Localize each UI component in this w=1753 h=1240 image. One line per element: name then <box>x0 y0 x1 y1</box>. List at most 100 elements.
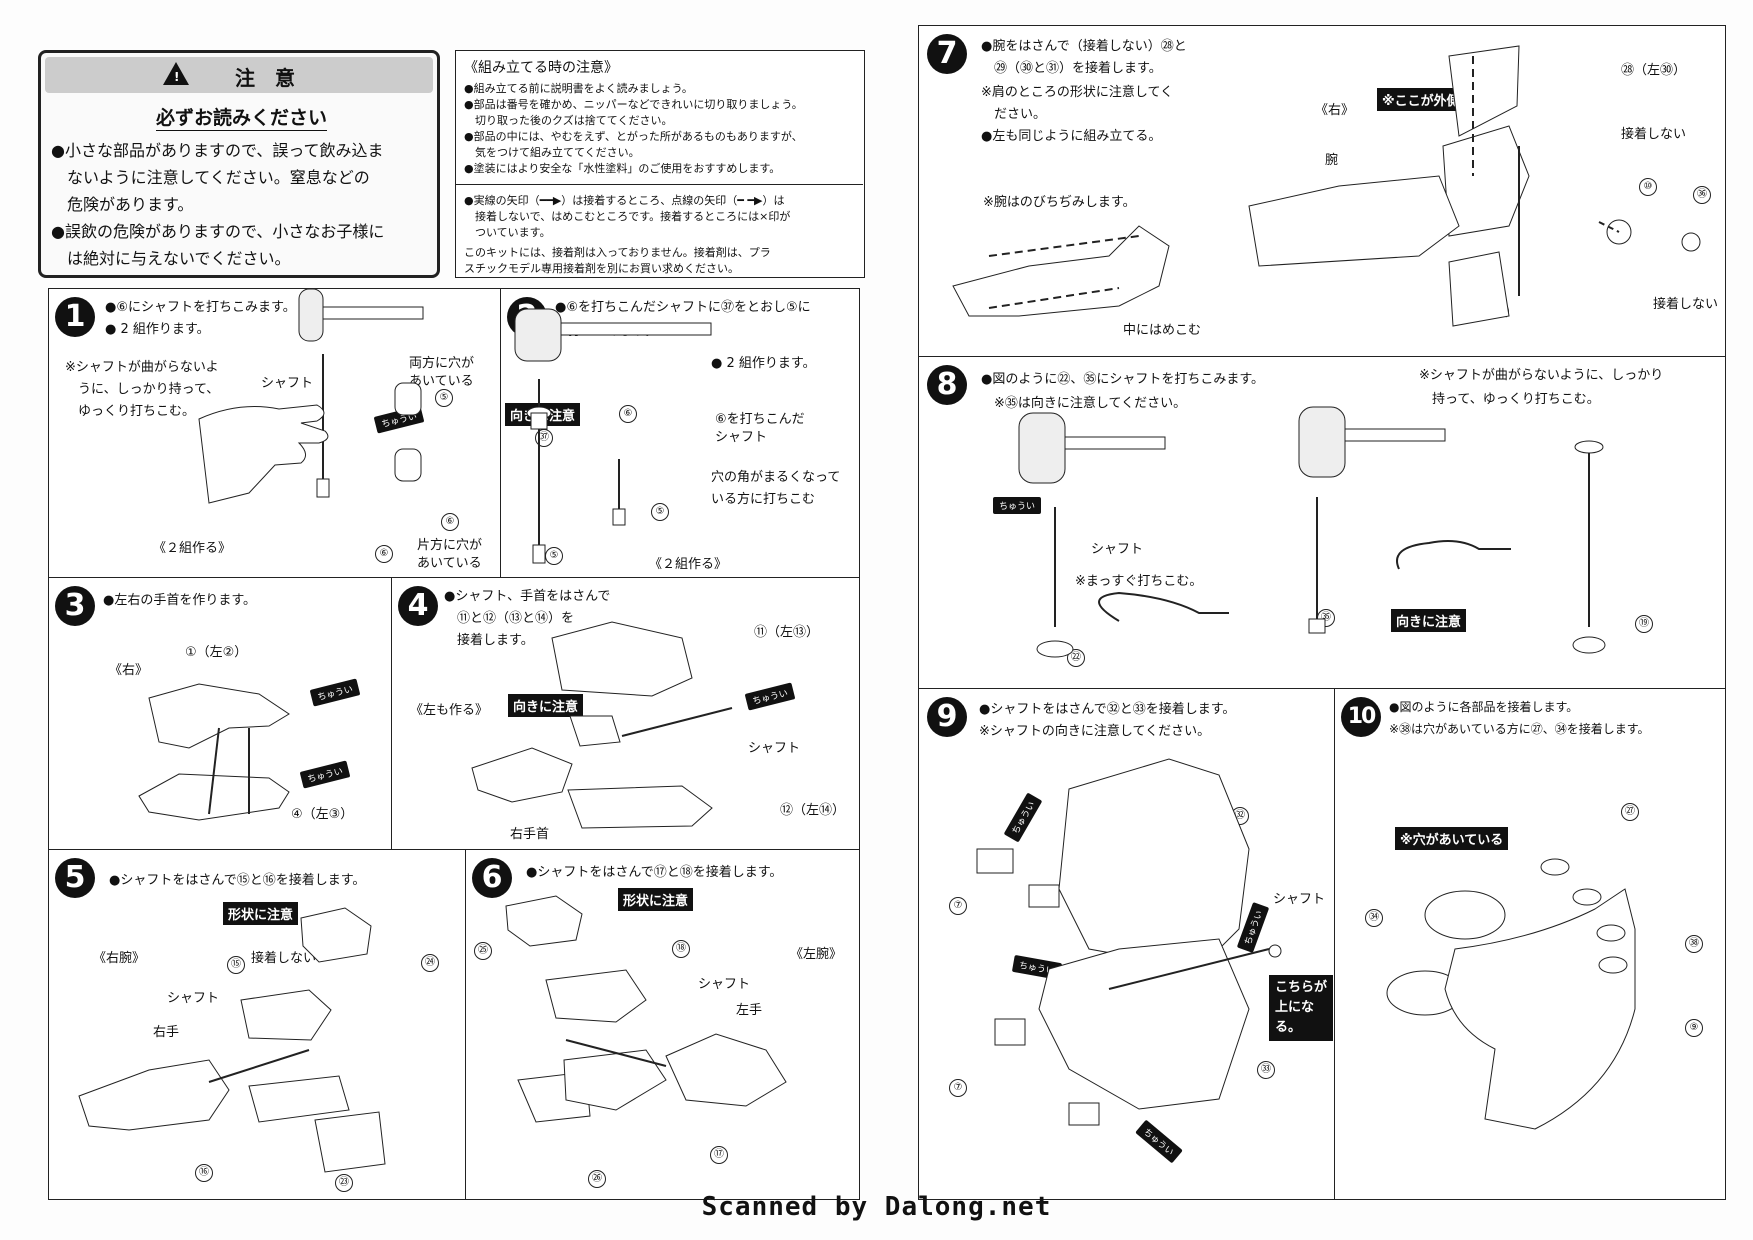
step-6-shaft-label: シャフト <box>698 977 751 992</box>
step-8-shaft-label: シャフト <box>1091 542 1144 557</box>
step-7-stretch-note: ※腕はのびちぢみします。 <box>983 195 1136 210</box>
step-1-holes-both-2: あいている <box>409 374 474 389</box>
left-arm-illustration <box>466 850 860 1200</box>
orientation-warning-tag: 向きに注意 <box>508 694 584 717</box>
caution-item-4: ●誤飲の危険がありますので、小さなお子様に <box>51 222 385 241</box>
part-15-label: ⑮ <box>227 956 245 974</box>
step-1-note-2: うに、しっかり持って、 <box>65 382 220 397</box>
right-arm-illustration <box>49 850 466 1200</box>
step-2-caption: 《２組作る》 <box>649 557 728 572</box>
part-5-label: ⑤ <box>651 503 669 521</box>
step-5-hand-label: 右手 <box>153 1025 180 1040</box>
torso-halves-illustration <box>919 689 1335 1200</box>
step-4-shaft-label: シャフト <box>748 741 801 756</box>
notes-item-6: ●塗装にはより安全な「水性塗料」のご使用をおすすめします。 <box>464 162 781 175</box>
step-1-caption: 《２組作る》 <box>153 541 232 556</box>
step-1-note-3: ゆっくり打ちこむ。 <box>65 404 196 419</box>
step-9-shaft-label: シャフト <box>1273 892 1326 907</box>
step-9-line-2: ※シャフトの向きに注意してください。 <box>979 724 1211 739</box>
shape-warning-tag: 形状に注意 <box>618 888 694 911</box>
step-3-part-4: ④（左③） <box>291 807 354 822</box>
caution-tag: ちゅうい <box>993 497 1042 514</box>
step-6-panel: 6 ●シャフトをはさんで⑰と⑱を接着します。 形状に注意 《左腕》 シャフト 左… <box>465 849 860 1200</box>
step-7-line-3: ※肩のところの形状に注意してく <box>981 85 1174 100</box>
up-tag-line-2: 上にな <box>1275 1000 1315 1015</box>
scan-credit: Scanned by Dalong.net <box>701 1192 1052 1222</box>
step-2-shaft-note-1: ⑥を打ちこんだ <box>715 412 805 427</box>
step-7-right-label: 《右》 <box>1315 103 1355 118</box>
step-8-straight-note: ※まっすぐ打ちこむ。 <box>1075 574 1203 589</box>
step-3-right-label: 《右》 <box>109 663 149 678</box>
base-assembly-illustration <box>1335 689 1726 1200</box>
step-1-line-2: ● 2 組作ります。 <box>105 322 210 337</box>
step-1-note-1: ※シャフトが曲がらないよ <box>65 360 219 375</box>
step-2-make-two: ● 2 組作ります。 <box>711 356 816 371</box>
part-25-label: ㉕ <box>474 942 492 960</box>
step-9-panel: 9 ●シャフトをはさんで㉜と㉝を接着します。 ※シャフトの向きに注意してください… <box>918 688 1335 1200</box>
step-8-line-1: ●図のように㉒、㉟にシャフトを打ちこみます。 <box>981 372 1265 387</box>
step-1-holes-one-2: あいている <box>417 556 482 571</box>
part-19-label: ⑲ <box>1635 615 1653 633</box>
caution-title: 注 意 <box>235 66 295 90</box>
part-7-label-bottom: ⑦ <box>949 1079 967 1097</box>
step-1-number: 1 <box>55 297 95 337</box>
part-7-label: ⑦ <box>949 897 967 915</box>
step-7-panel: 7 ●腕をはさんで（接着しない）㉘と ㉙（㉚と㉛）を接着します。 ※肩のところの… <box>918 25 1726 357</box>
part-9-label: ⑨ <box>1685 1019 1703 1037</box>
notes-arrow-2: 接着しないで、はめこむところです。接着するところには×印が <box>464 210 791 223</box>
step-9-line-1: ●シャフトをはさんで㉜と㉝を接着します。 <box>979 702 1236 717</box>
step-6-line-1: ●シャフトをはさんで⑰と⑱を接着します。 <box>526 865 783 880</box>
caution-title-bar: ! 注 意 <box>45 57 433 93</box>
step-8-line-2: ※㉟は向きに注意してください。 <box>981 396 1187 411</box>
step-4-wrist-label: 右手首 <box>510 827 550 842</box>
step-5-number: 5 <box>55 858 95 898</box>
notes-item-1: ●組み立てる前に説明書をよく読みましょう。 <box>464 82 693 95</box>
notes-divider <box>456 184 863 185</box>
step-2-panel: 2 ●⑥を打ちこんだシャフトに㊲をとおし⑤に 打ちこみます。 ● 2 組作ります… <box>500 288 860 578</box>
step-10-line-2: ※㊳は穴があいている方に㉗、㉞を接着します。 <box>1389 722 1650 736</box>
step-3-number: 3 <box>55 586 95 626</box>
assembly-notes-box: 《組み立てる時の注意》 ●組み立てる前に説明書をよく読みましょう。 ●部品は番号… <box>455 50 865 278</box>
warning-icon <box>163 62 189 85</box>
step-5-shaft-label: シャフト <box>167 991 220 1006</box>
step-4-line-1: ●シャフト、手首をはさんで <box>444 589 611 604</box>
part-34-label: ㉞ <box>1365 909 1383 927</box>
step-8-number: 8 <box>927 365 967 405</box>
part-18-label: ⑱ <box>672 940 690 958</box>
step-4-part-11: ⑪（左⑬） <box>754 625 820 640</box>
notes-item-2: ●部品は番号を確かめ、ニッパーなどできれいに切り取りましょう。 <box>464 98 803 111</box>
hole-side-tag: ※穴があいている <box>1395 827 1509 850</box>
orientation-warning-tag: 向きに注意 <box>1391 609 1467 632</box>
shaft-insertion-illustration <box>919 357 1726 689</box>
part-6-label: ⑥ <box>441 513 459 531</box>
step-8-note-2: 持って、ゆっくり打ちこむ。 <box>1419 392 1600 407</box>
step-7-no-glue-2: 接着しない <box>1653 297 1719 312</box>
part-24-label: ㉔ <box>421 954 439 972</box>
step-5-line-1: ●シャフトをはさんで⑮と⑯を接着します。 <box>109 873 366 888</box>
step-2-hole-note-1: 穴の角がまるくなって <box>711 470 841 485</box>
notes-arrow-1: ●実線の矢印（━━▶）は接着するところ、点線の矢印（━ ━▶）は <box>464 194 785 207</box>
step-5-no-glue: 接着しない <box>251 951 317 966</box>
part-10-label: ⑩ <box>1639 178 1657 196</box>
step-1-holes-both-1: 両方に穴が <box>409 356 475 371</box>
part-26-label: ㉖ <box>588 1170 606 1188</box>
caution-box: ! 注 意 必ずお読みください ●小さな部品がありますので、誤って飲み込ま ない… <box>38 50 440 278</box>
caution-item-5: は絶対に与えないでください。 <box>51 249 291 268</box>
step-4-left-too: 《左も作る》 <box>410 703 489 718</box>
part-23-label: ㉓ <box>335 1174 353 1192</box>
step-4-line-3: 接着します。 <box>444 633 534 648</box>
shaft-assembly-illustration <box>501 289 860 578</box>
part-36-label: ㊱ <box>1693 186 1711 204</box>
step-10-panel: 10 ●図のように各部品を接着します。 ※㊳は穴があいている方に㉗、㉞を接着しま… <box>1334 688 1726 1200</box>
part-33-label: ㉝ <box>1257 1061 1275 1079</box>
part-38-label: ㊳ <box>1685 935 1703 953</box>
notes-item-5: 気をつけて組み立ててください。 <box>464 146 640 159</box>
caution-item-1: ●小さな部品がありますので、誤って飲み込ま <box>51 141 384 160</box>
step-6-hand-label: 左手 <box>736 1003 763 1018</box>
part-27-label: ㉗ <box>1621 803 1639 821</box>
step-7-line-5: ●左も同じように組み立てる。 <box>981 129 1162 144</box>
hammer-and-hand-illustration <box>49 289 501 578</box>
step-7-line-1: ●腕をはさんで（接着しない）㉘と <box>981 39 1187 54</box>
up-side-tag: こちらが 上にな る。 <box>1269 975 1334 1041</box>
step-2-shaft-note-2: シャフト <box>715 430 768 445</box>
